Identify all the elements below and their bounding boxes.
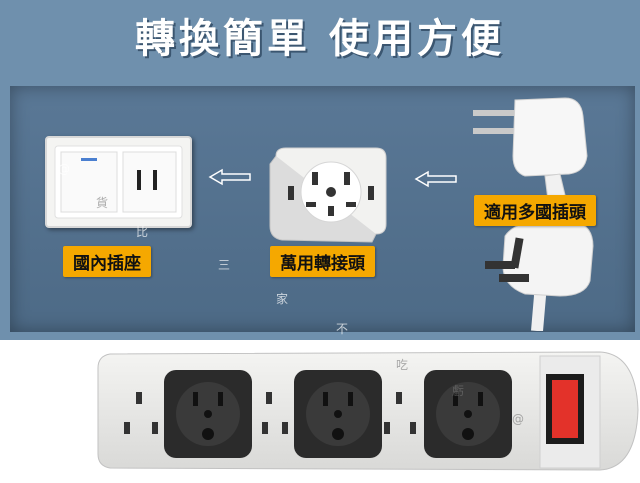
watermark-char: 吃 [396, 358, 409, 372]
label-domestic-socket: 國內插座 [63, 246, 151, 277]
wall-socket-graphic [54, 145, 183, 219]
watermark-char: @ [512, 412, 524, 426]
watermark-char: 虧 [452, 384, 465, 398]
universal-adapter-graphic [269, 147, 387, 243]
watermark-char: 不 [336, 322, 349, 336]
wall-socket-plate [45, 136, 192, 228]
label-universal-adapter: 萬用轉接頭 [270, 246, 375, 277]
power-strip-section: 吃 虧 @ [0, 340, 640, 479]
headline: 轉換簡單 使用方便 [135, 16, 505, 62]
watermark-char: 比 [136, 225, 149, 239]
arrow-left-icon-2 [414, 170, 457, 188]
watermark-char: @ [58, 162, 70, 176]
power-strip-graphic [97, 351, 639, 471]
arrow-left-icon-1 [208, 168, 251, 186]
watermark-char: 三 [218, 258, 231, 272]
banner: 轉換簡單 使用方便 [0, 0, 640, 340]
watermark-char: 貨 [96, 196, 109, 210]
label-multi-plug: 適用多國插頭 [474, 195, 596, 226]
watermark-char: 家 [276, 292, 289, 306]
